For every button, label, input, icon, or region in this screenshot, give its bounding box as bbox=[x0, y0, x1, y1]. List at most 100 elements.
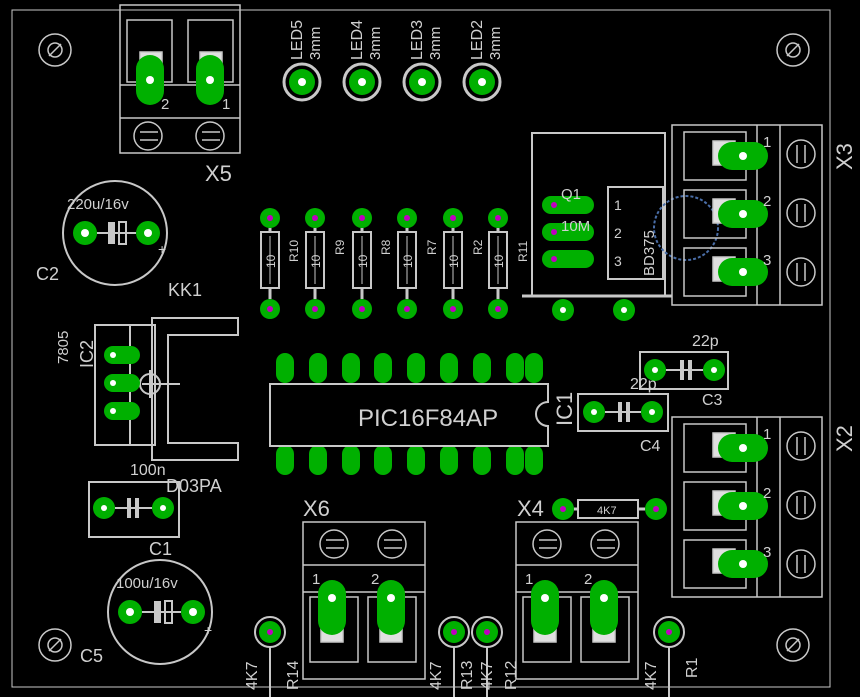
x4-pin1: 1 bbox=[525, 571, 533, 588]
r9-value: 10 bbox=[309, 254, 323, 268]
r7-value: 10 bbox=[401, 254, 415, 268]
x3-pin1: 1 bbox=[763, 134, 771, 151]
resistor-r12 bbox=[471, 616, 503, 697]
led4-label: LED4 bbox=[349, 20, 366, 60]
r13-value: 4K7 bbox=[428, 661, 445, 690]
led2-label: LED2 bbox=[469, 20, 486, 60]
x5-pin1-label: 1 bbox=[222, 96, 230, 113]
led5-size: 3mm bbox=[307, 27, 324, 60]
mounting-holes bbox=[38, 33, 810, 662]
r1-value: 4K7 bbox=[643, 661, 660, 690]
ic1-pads-bottom bbox=[276, 445, 543, 475]
c4-label: C4 bbox=[640, 438, 661, 455]
r10-label: R10 bbox=[287, 240, 301, 262]
led3-label: LED3 bbox=[409, 20, 426, 60]
ic2-label: IC2 bbox=[77, 340, 97, 368]
x5-pin2-label: 2 bbox=[161, 96, 169, 113]
r2-value: 10 bbox=[447, 254, 461, 268]
r13-label: R13 bbox=[459, 661, 476, 690]
c2-value: 220u/16v bbox=[67, 196, 129, 213]
led-footprints bbox=[282, 62, 502, 102]
resistor-r7 bbox=[397, 208, 417, 319]
terminal-x2-pads bbox=[718, 434, 768, 578]
led4 bbox=[342, 62, 382, 102]
r1-label: R1 bbox=[684, 657, 701, 678]
terminal-x3-pads bbox=[718, 142, 768, 286]
x2-pin3: 3 bbox=[763, 544, 771, 561]
ic2-pads bbox=[104, 346, 140, 420]
c1-value: 100n bbox=[130, 462, 166, 479]
board-outline bbox=[11, 9, 831, 688]
r8-value: 10 bbox=[356, 254, 370, 268]
c5-value: 100u/16v bbox=[116, 575, 178, 592]
x2-label: X2 bbox=[832, 425, 857, 452]
led2-size: 3mm bbox=[487, 27, 504, 60]
r9-label: R9 bbox=[333, 239, 347, 255]
resistor-r9 bbox=[305, 208, 325, 319]
r14-value: 4K7 bbox=[244, 661, 261, 690]
x3-pin2: 2 bbox=[763, 193, 771, 210]
x3-pin3: 3 bbox=[763, 252, 771, 269]
capacitor-c3 bbox=[639, 351, 729, 390]
led5 bbox=[282, 62, 322, 102]
resistor-r11 bbox=[488, 208, 508, 319]
q1-pin3: 3 bbox=[614, 253, 622, 269]
terminal-x6-pads bbox=[318, 580, 405, 635]
led5-label: LED5 bbox=[289, 20, 306, 60]
ic1-body bbox=[269, 383, 549, 447]
x2-pin1: 1 bbox=[763, 426, 771, 443]
q1-value: BD375 bbox=[641, 230, 658, 276]
c4-value: 22p bbox=[630, 376, 657, 393]
q1-pads bbox=[542, 196, 635, 321]
led3 bbox=[402, 62, 442, 102]
mounting-hole bbox=[776, 33, 810, 67]
resistor-r1 bbox=[653, 616, 685, 697]
r11-label: R11 bbox=[516, 241, 530, 262]
resistor-r14 bbox=[254, 616, 286, 697]
resistor-r10 bbox=[260, 208, 280, 319]
mounting-hole bbox=[38, 628, 72, 662]
x6-pin2: 2 bbox=[371, 571, 379, 588]
x6-pin1: 1 bbox=[312, 571, 320, 588]
r12-label: R12 bbox=[503, 661, 520, 690]
c3-value: 22p bbox=[692, 333, 719, 350]
x4-pin2: 2 bbox=[584, 571, 592, 588]
r2-label: R2 bbox=[471, 239, 485, 255]
c5-label: C5 bbox=[80, 646, 103, 666]
mounting-hole bbox=[38, 33, 72, 67]
terminal-x5-pads bbox=[136, 55, 224, 105]
resistor-r8 bbox=[352, 208, 372, 319]
x4-label: X4 bbox=[517, 496, 544, 521]
resistor-r13 bbox=[438, 616, 470, 697]
r11-value: 10 bbox=[492, 254, 506, 268]
capacitor-c1 bbox=[88, 481, 180, 538]
led4-size: 3mm bbox=[367, 27, 384, 60]
q1-pin2: 2 bbox=[614, 225, 622, 241]
r12-value: 4K7 bbox=[479, 661, 496, 690]
c5-plus: + bbox=[204, 622, 212, 638]
x3-label: X3 bbox=[832, 143, 857, 170]
c1-label: C1 bbox=[149, 539, 172, 559]
c2-label: C2 bbox=[36, 264, 59, 284]
ic1-value: PIC16F84AP bbox=[358, 405, 498, 432]
x6-label: X6 bbox=[303, 496, 330, 521]
capacitor-c2 bbox=[62, 180, 168, 286]
c3-label: C3 bbox=[702, 392, 723, 409]
r3-value: 4K7 bbox=[597, 505, 617, 517]
q1-pin1: 1 bbox=[614, 197, 622, 213]
r7-label: R7 bbox=[425, 239, 439, 255]
x2-pin2: 2 bbox=[763, 485, 771, 502]
transistor-q1 bbox=[522, 132, 719, 298]
led2 bbox=[462, 62, 502, 102]
terminal-x4-pads bbox=[531, 580, 618, 635]
led3-size: 3mm bbox=[427, 27, 444, 60]
resistor-bank bbox=[260, 208, 508, 319]
mounting-hole bbox=[776, 628, 810, 662]
r14-label: R14 bbox=[285, 661, 302, 690]
x5-label: X5 bbox=[205, 161, 232, 186]
r10-value: 10 bbox=[264, 254, 278, 268]
ic1-pads-top bbox=[276, 353, 543, 383]
ic2-value: 7805 bbox=[55, 331, 72, 364]
ic1-label: IC1 bbox=[552, 392, 577, 426]
